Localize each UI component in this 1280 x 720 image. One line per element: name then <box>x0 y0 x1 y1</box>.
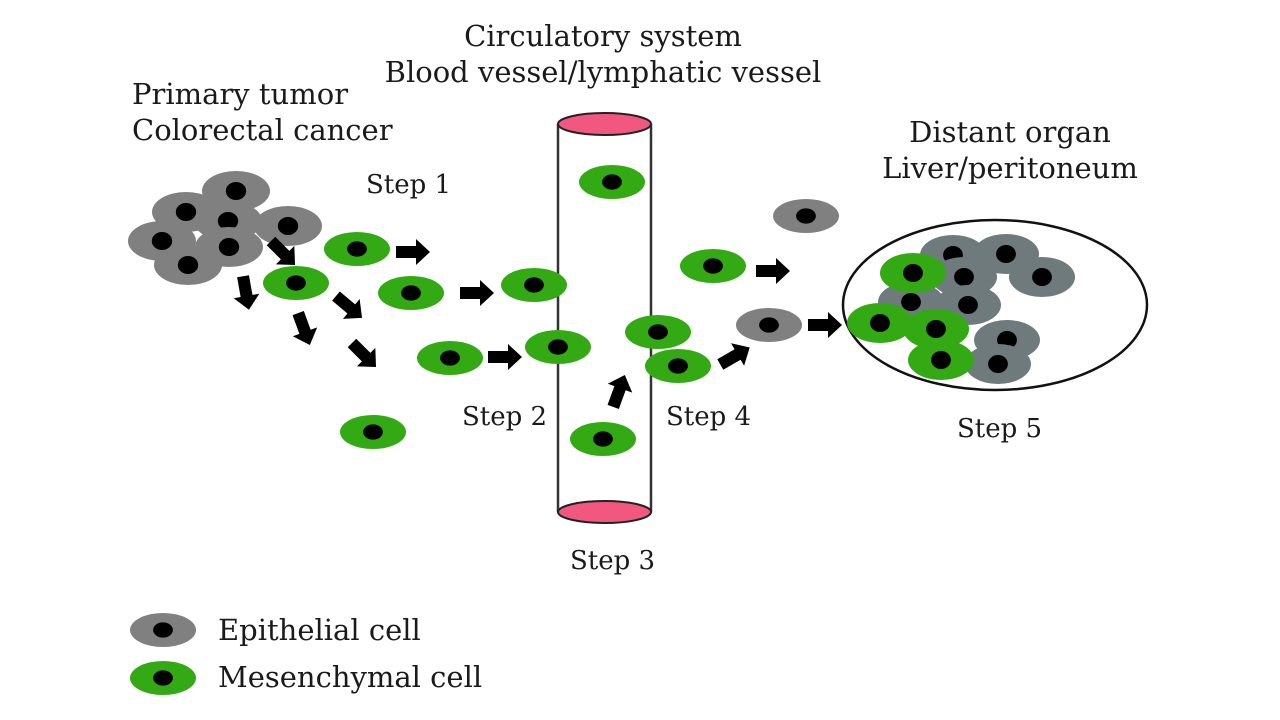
arrow-icon <box>756 258 790 284</box>
legend-epithelial-cell-icon <box>130 613 196 647</box>
cells-layer <box>128 165 1075 456</box>
mesenchymal-cell-nucleus <box>602 174 622 190</box>
legend: Epithelial cell Mesenchymal cell <box>130 613 482 695</box>
arrow-icon <box>233 275 260 310</box>
mesenchymal-cell <box>340 415 406 449</box>
primary-tumor-epithelial-cell <box>202 171 270 211</box>
mesenchymal-cell-nucleus <box>548 339 568 355</box>
mesenchymal-cell-nucleus <box>440 350 460 366</box>
legend-mesenchymal-cell-icon <box>130 661 196 695</box>
mesenchymal-cell-nucleus <box>363 424 383 440</box>
mesenchymal-cell <box>680 249 746 283</box>
primary-tumor-epithelial-cell <box>154 245 222 285</box>
arrow-icon <box>266 236 296 266</box>
primary-tumor-epithelial-cell-nucleus <box>225 182 247 200</box>
primary-tumor-epithelial-cell <box>254 206 322 246</box>
arrow-icon <box>460 280 494 306</box>
vessel-top-cap <box>557 112 652 136</box>
primary-tumor-label-line2: Colorectal cancer <box>132 113 393 147</box>
mesenchymal-cell <box>263 266 329 300</box>
primary-tumor-epithelial-cell-nucleus <box>218 238 240 256</box>
mesenchymal-cell <box>501 268 567 302</box>
mesenchymal-cell <box>525 330 591 364</box>
primary-tumor-epithelial-cell-nucleus <box>277 217 299 235</box>
arrow-icon <box>717 343 750 370</box>
distant-organ-label-line2: Liver/peritoneum <box>882 151 1138 185</box>
primary-tumor-epithelial-cell-nucleus <box>175 203 197 221</box>
mesenchymal-cell <box>417 341 483 375</box>
mesenchymal-cell-nucleus <box>593 431 613 447</box>
distant-organ-outline <box>841 218 1149 392</box>
metastatic-mesenchymal-cell <box>908 340 974 380</box>
metastatic-epithelial-cell <box>1009 257 1075 297</box>
mesenchymal-cell <box>324 232 390 266</box>
epithelial-cell <box>773 199 839 233</box>
arrow-icon <box>332 291 363 319</box>
step-3-label: Step 3 <box>570 546 655 576</box>
mesenchymal-cell <box>378 276 444 310</box>
blood-vessel <box>556 112 653 524</box>
mesenchymal-cell-nucleus <box>401 285 421 301</box>
circulatory-label-line1: Circulatory system <box>464 19 742 53</box>
arrow-icon <box>808 312 842 338</box>
legend-epithelial-label: Epithelial cell <box>218 613 421 647</box>
epithelial-cell <box>736 308 802 342</box>
step-1-label: Step 1 <box>366 170 451 200</box>
step-2-label: Step 2 <box>462 402 547 432</box>
mesenchymal-cell-nucleus <box>347 241 367 257</box>
step-4-label: Step 4 <box>666 402 751 432</box>
epithelial-cell-nucleus <box>759 317 779 333</box>
mesenchymal-cell <box>645 349 711 383</box>
primary-tumor-label-line1: Primary tumor <box>132 77 348 111</box>
vessel-bottom-cap <box>557 500 652 524</box>
mesenchymal-cell-nucleus <box>286 275 306 291</box>
metastatic-epithelial-cell <box>965 344 1031 384</box>
metastatic-mesenchymal-cell <box>880 253 946 293</box>
primary-tumor-epithelial-cell-nucleus <box>177 256 199 274</box>
legend-epithelial-cell <box>130 613 196 647</box>
arrow-icon <box>488 344 522 370</box>
mesenchymal-cell <box>625 315 691 349</box>
mesenchymal-cell <box>570 422 636 456</box>
legend-mesenchymal-label: Mesenchymal cell <box>218 660 482 694</box>
metastatic-epithelial-cell-nucleus <box>988 355 1008 373</box>
mesenchymal-cell-nucleus <box>648 324 668 340</box>
metastatic-epithelial-cell-nucleus <box>901 293 921 311</box>
arrow-icon <box>292 310 318 345</box>
primary-tumor-epithelial-cell-nucleus <box>217 212 239 230</box>
metastatic-mesenchymal-cell-nucleus <box>870 314 890 332</box>
mesenchymal-cell-nucleus <box>524 277 544 293</box>
arrows-layer <box>233 236 842 410</box>
mesenchymal-cell-nucleus <box>668 358 688 374</box>
metastatic-mesenchymal-cell <box>847 303 913 343</box>
arrow-icon <box>347 338 377 368</box>
circulatory-label-line2: Blood vessel/lymphatic vessel <box>385 55 822 89</box>
step-5-label: Step 5 <box>957 414 1042 444</box>
metastatic-epithelial-cell-nucleus <box>958 296 978 314</box>
metastatic-epithelial-cell-nucleus <box>954 268 974 286</box>
arrow-icon <box>396 239 430 265</box>
legend-epithelial-cell-nucleus <box>153 622 173 638</box>
mesenchymal-cell <box>579 165 645 199</box>
metastatic-mesenchymal-cell-nucleus <box>926 320 946 338</box>
mesenchymal-cell-nucleus <box>703 258 723 274</box>
legend-mesenchymal-cell <box>130 661 196 695</box>
epithelial-cell-nucleus <box>796 208 816 224</box>
legend-mesenchymal-cell-nucleus <box>153 670 173 686</box>
metastatic-mesenchymal-cell-nucleus <box>903 264 923 282</box>
metastatic-epithelial-cell-nucleus <box>1032 268 1052 286</box>
distant-organ-label-line1: Distant organ <box>909 115 1111 149</box>
metastatic-mesenchymal-cell-nucleus <box>931 351 951 369</box>
metastatic-mesenchymal-cell <box>903 309 969 349</box>
metastatic-epithelial-cell-nucleus <box>996 245 1016 263</box>
primary-tumor-epithelial-cell-nucleus <box>151 232 173 250</box>
arrow-icon <box>607 375 633 410</box>
